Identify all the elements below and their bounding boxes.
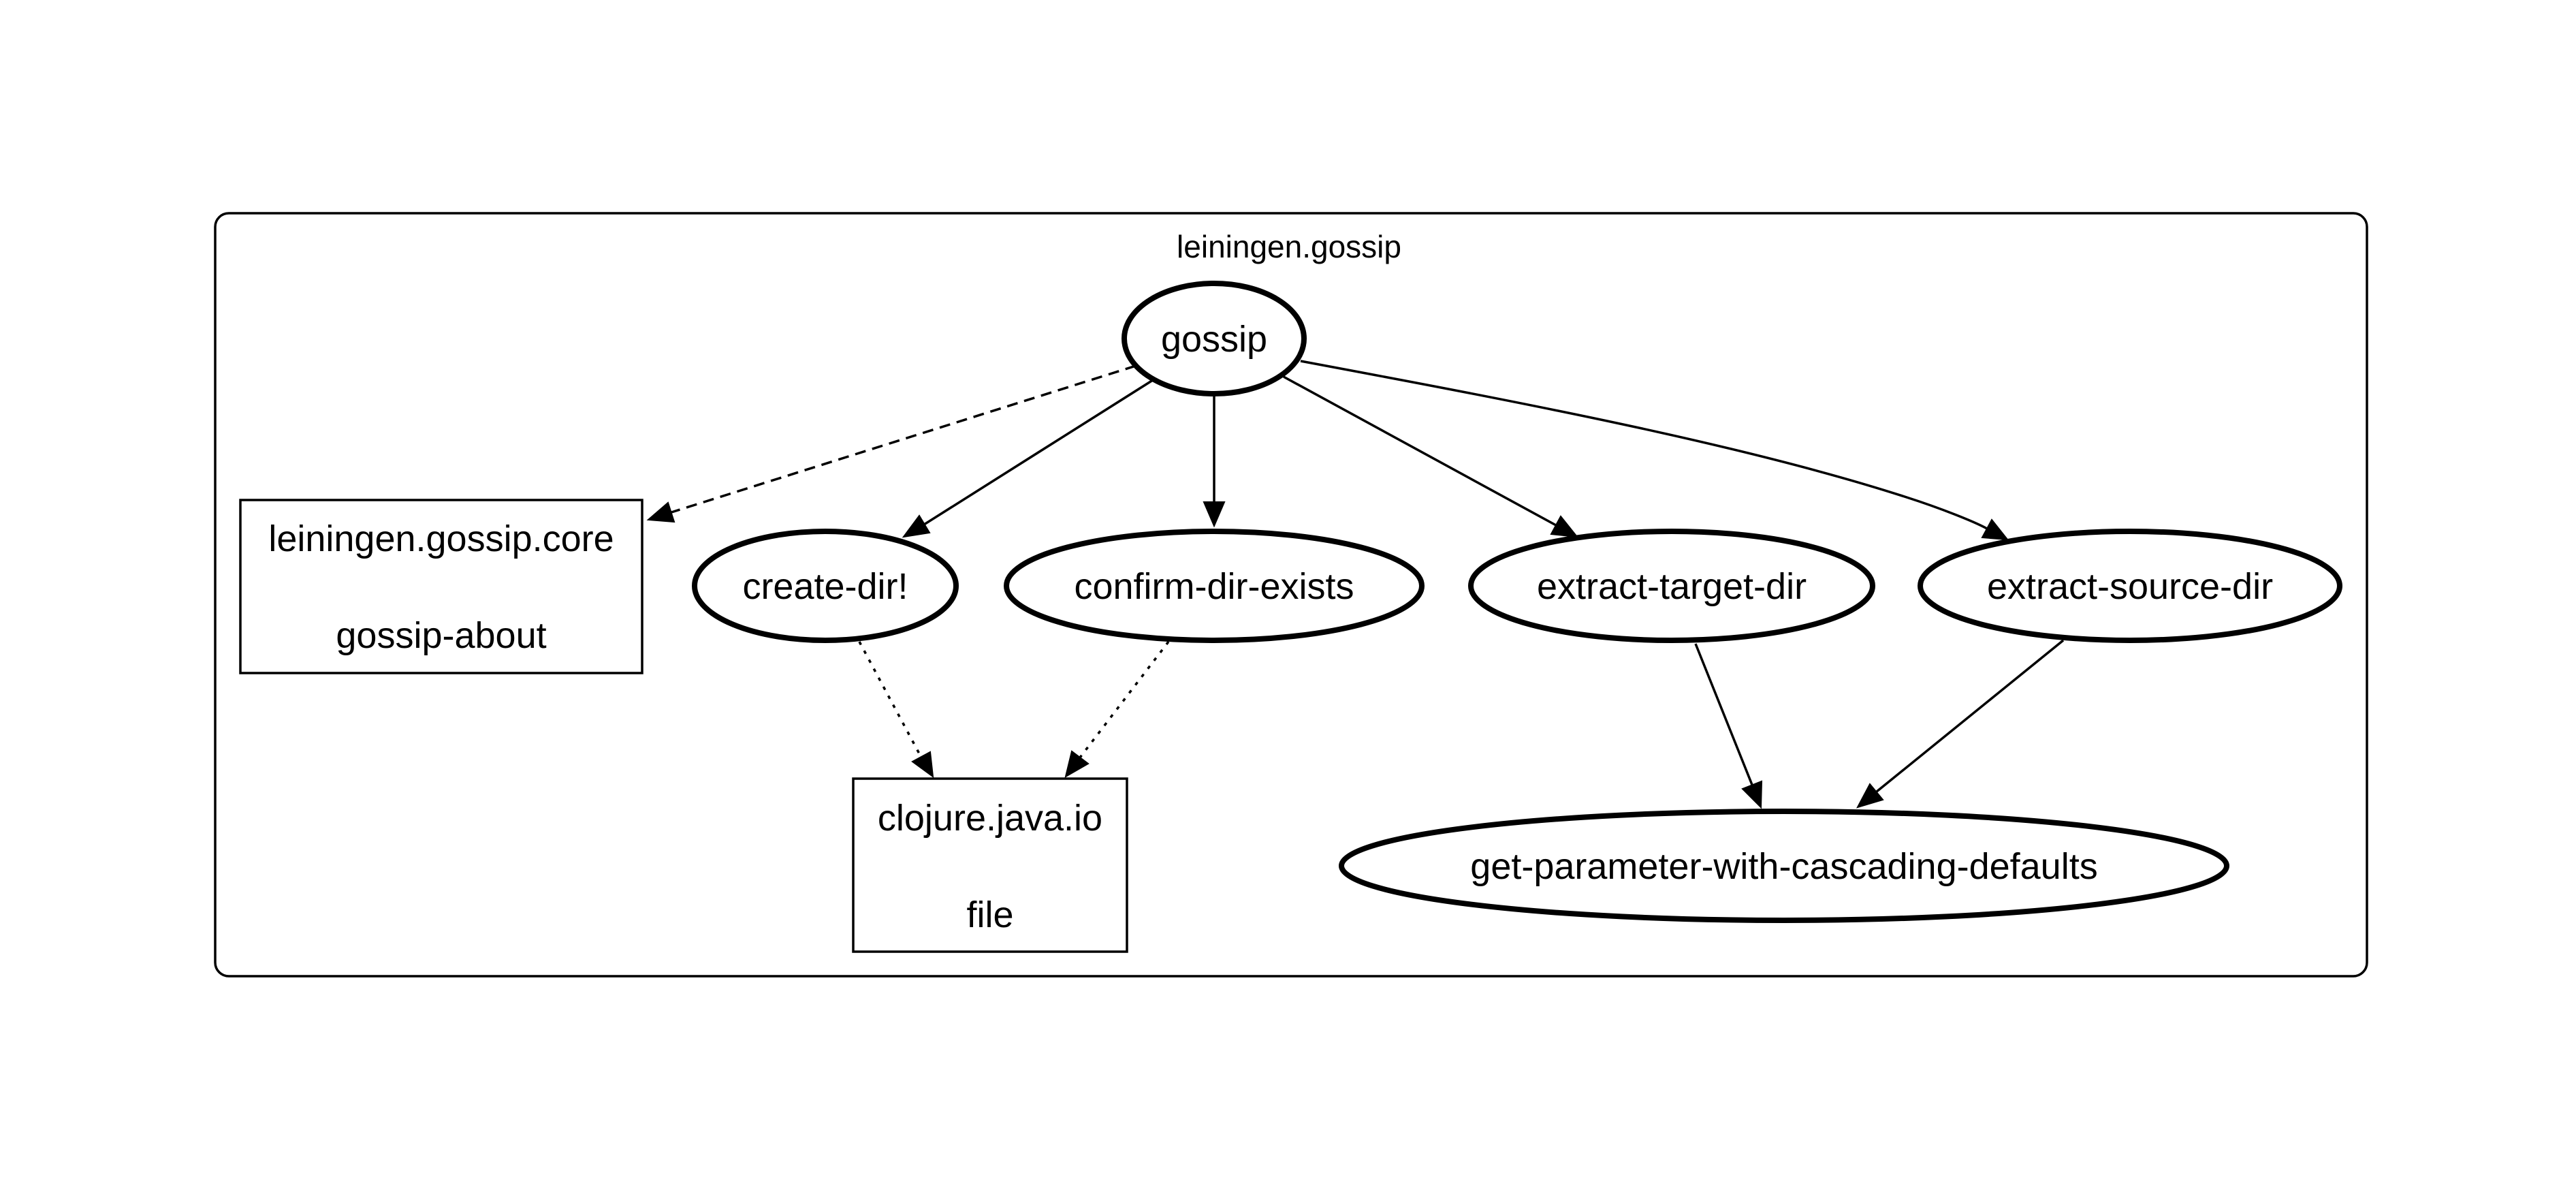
edge-gossip-to-extract-target-dir (1283, 375, 1579, 538)
cluster-leiningen-gossip: leiningen.gossip (214, 212, 2368, 978)
node-core-namespace-label: leiningen.gossip.core (268, 518, 614, 559)
edge-extract-source-dir-to-get-parameter (1856, 639, 2065, 809)
node-clojure-java-io[interactable]: clojure.java.io file (852, 777, 1128, 953)
node-extract-target-dir-label: extract-target-dir (1537, 566, 1807, 607)
node-get-parameter-label: get-parameter-with-cascading-defaults (1470, 846, 2097, 887)
node-leiningen-gossip-core[interactable]: leiningen.gossip.core gossip-about (239, 499, 643, 674)
cluster-border (214, 212, 2368, 978)
node-confirm-dir-exists[interactable]: confirm-dir-exists (1004, 529, 1425, 643)
edge-gossip-to-core (646, 364, 1136, 523)
node-extract-target-dir[interactable]: extract-target-dir (1468, 529, 1875, 643)
node-io-function-label: file (966, 894, 1013, 935)
node-get-parameter-with-cascading-defaults[interactable]: get-parameter-with-cascading-defaults (1339, 809, 2229, 923)
edge-gossip-to-create-dir (902, 379, 1154, 538)
edge-gossip-to-extract-source-dir (1300, 360, 2009, 541)
edge-confirm-dir-exists-to-io (1064, 640, 1170, 779)
node-extract-source-dir[interactable]: extract-source-dir (1918, 529, 2342, 643)
node-extract-source-dir-label: extract-source-dir (1987, 566, 2273, 607)
cluster-title: leiningen.gossip (1177, 229, 1401, 264)
edge-extract-target-dir-to-get-parameter (1694, 643, 1763, 809)
node-create-dir-label: create-dir! (742, 566, 908, 607)
edge-create-dir-to-io (858, 641, 934, 779)
node-confirm-dir-exists-label: confirm-dir-exists (1074, 566, 1354, 607)
node-core-function-label: gossip-about (336, 615, 546, 656)
edges (646, 360, 2065, 809)
node-gossip[interactable]: gossip (1122, 281, 1307, 396)
node-create-dir[interactable]: create-dir! (692, 529, 959, 643)
edge-gossip-to-confirm-dir-exists (1203, 395, 1226, 528)
node-gossip-label: gossip (1161, 319, 1267, 360)
node-io-namespace-label: clojure.java.io (878, 798, 1102, 839)
nodes: gossip leiningen.gossip.core gossip-abou… (239, 281, 2342, 953)
